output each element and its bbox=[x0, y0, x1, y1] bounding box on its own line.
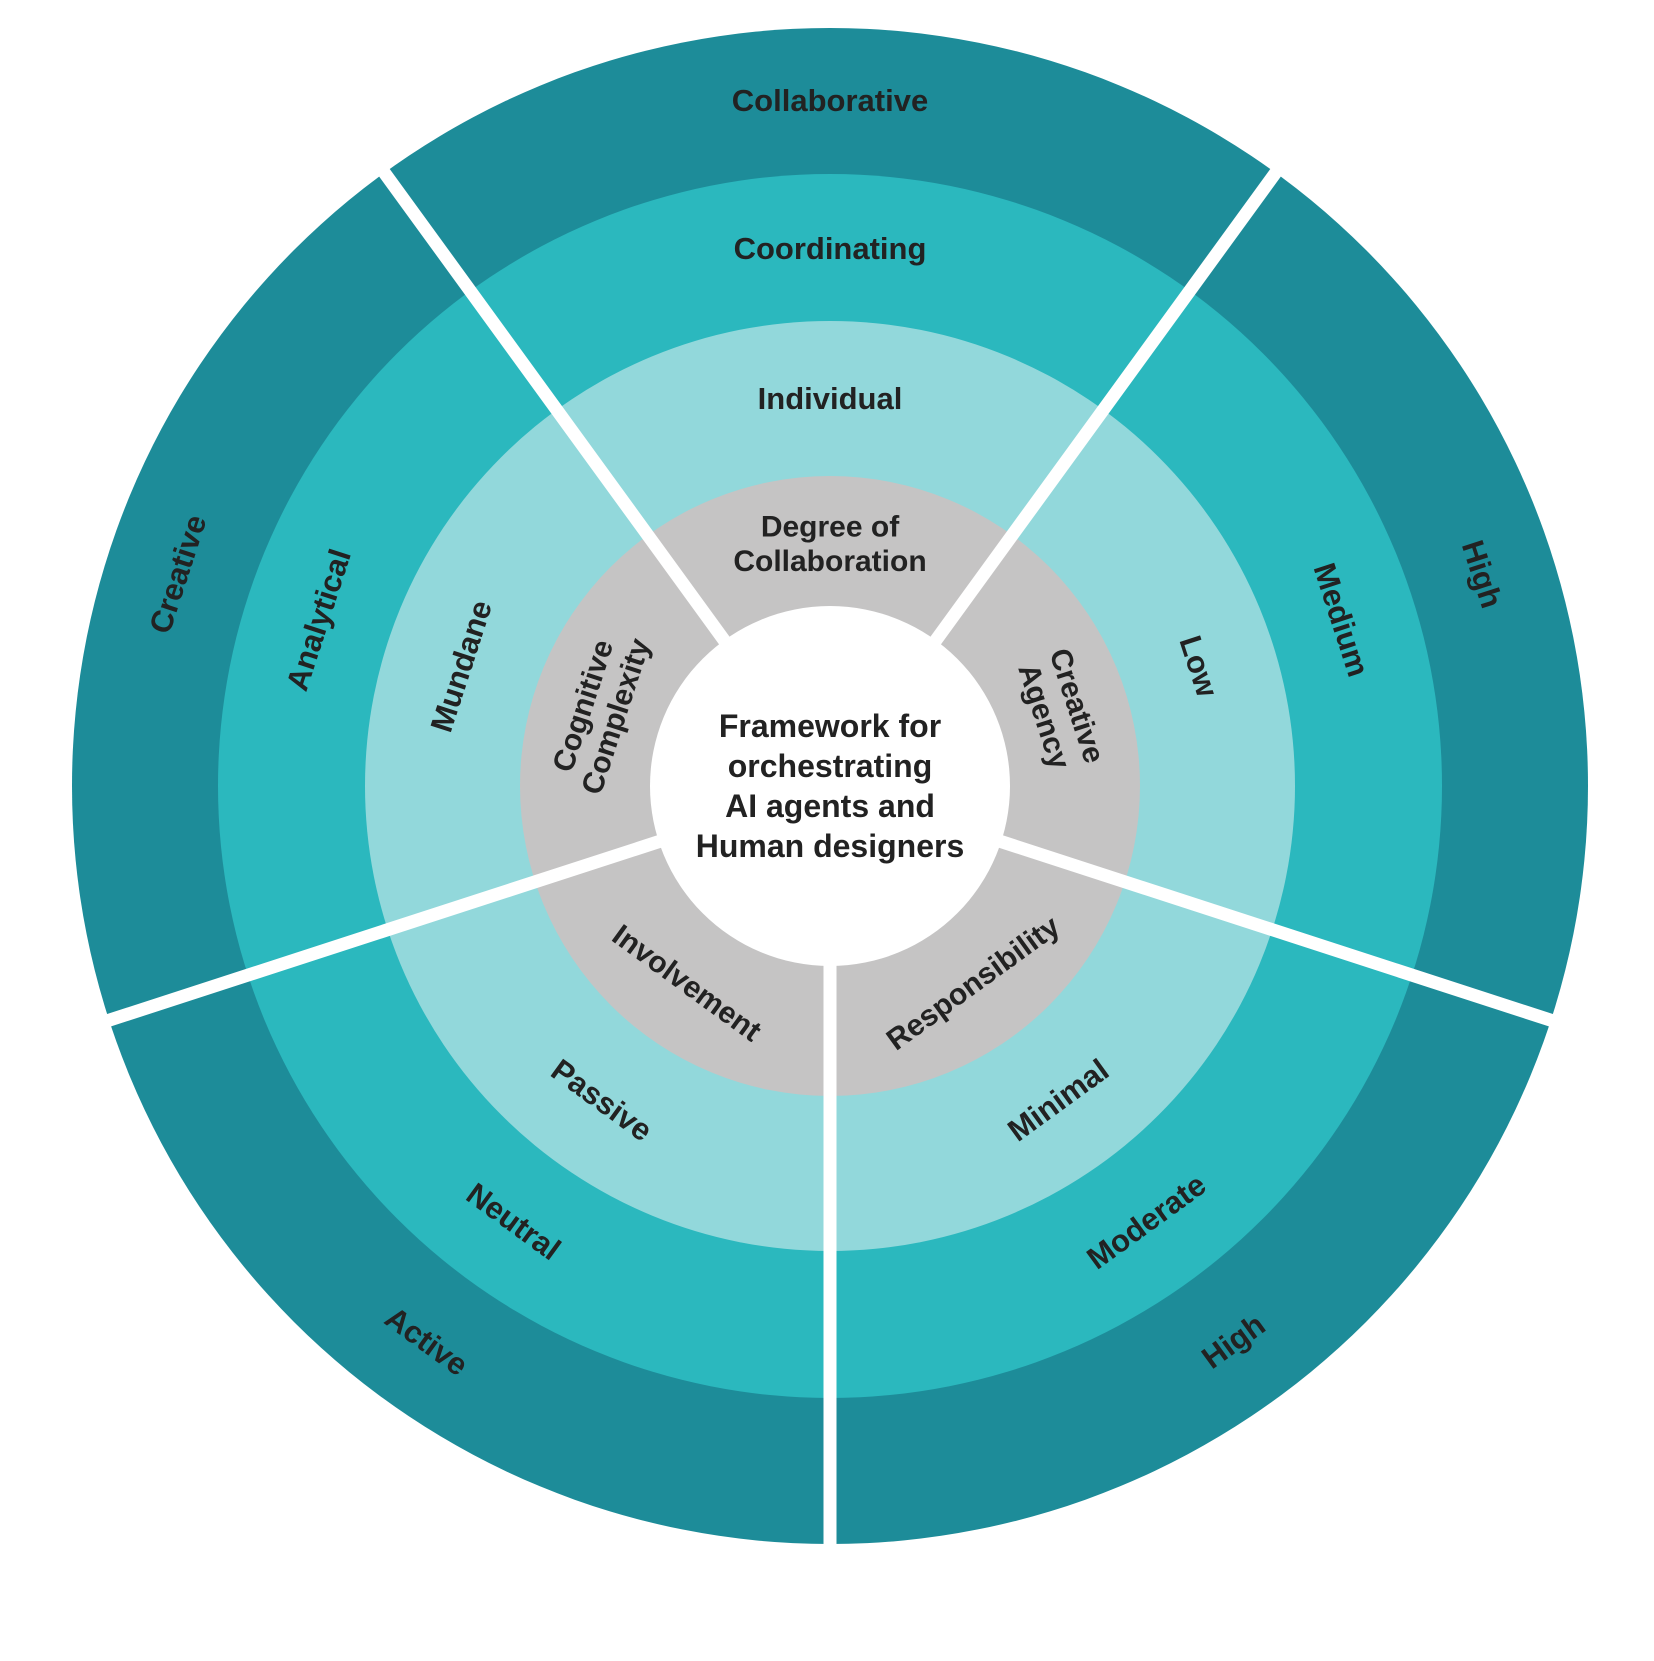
sector-divider-1 bbox=[376, 165, 836, 790]
label-level-degree-of-collaboration-coordinating: Coordinating bbox=[734, 231, 927, 266]
label-level-degree-of-collaboration-collaborative: Collaborative bbox=[732, 83, 928, 118]
sector-divider-3 bbox=[827, 779, 1557, 1028]
sector-divider-5 bbox=[103, 779, 833, 1028]
label-level-degree-of-collaboration-individual: Individual bbox=[758, 381, 903, 416]
sector-divider-2 bbox=[824, 165, 1284, 790]
